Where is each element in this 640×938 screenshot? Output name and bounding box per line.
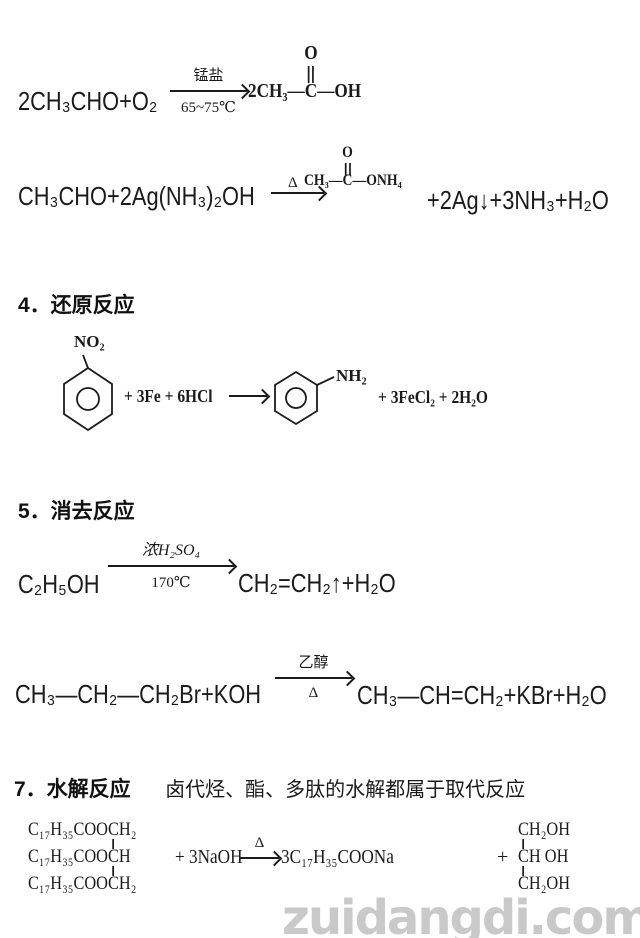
product-chain: CH₃— xyxy=(304,172,343,189)
ester-chain: C₁₇H₃₅COO xyxy=(28,819,108,840)
saponification-product: 3C₁₇H₃₅COONa xyxy=(281,846,394,868)
carbon-label: C xyxy=(107,873,119,894)
carbon-label: C xyxy=(107,819,119,840)
watermark-text: zuidangdi.com xyxy=(282,890,640,938)
backbone-carbon: C xyxy=(107,843,119,876)
elimination-condition-top: 乙醇 xyxy=(298,655,329,671)
dehydration-condition-top: 浓H₂SO₄ xyxy=(141,542,201,559)
dehydration-condition-bottom: 170℃ xyxy=(151,575,191,591)
chain-tail: H₂OH xyxy=(528,819,571,840)
backbone-carbon: C xyxy=(107,816,119,849)
reaction4-reagents: + 3Fe + 6HCl xyxy=(124,386,213,406)
arrow-line xyxy=(108,565,234,567)
double-bond xyxy=(307,66,314,83)
ester-chain: C₁₇H₃₅COO xyxy=(28,846,108,867)
saponification-naoh: + 3NaOH xyxy=(175,846,243,868)
reaction1-condition-top: 锰盐 xyxy=(193,68,224,84)
double-bond xyxy=(344,163,351,175)
backbone-carbon: C xyxy=(518,816,529,849)
arrow-line xyxy=(240,857,279,859)
glyceride-line-3: C₁₇H₃₅COOCH₂ xyxy=(28,870,136,897)
reaction1-condition-bottom: 65~75℃ xyxy=(181,100,236,116)
carbon-label: C xyxy=(304,80,318,102)
chain-tail: H₂ xyxy=(118,873,137,894)
carbonyl-oxygen: O xyxy=(342,144,353,161)
reaction4-products: + 3FeCl₂ + 2H₂O xyxy=(378,387,488,407)
nitro-group-label: NO₂ xyxy=(74,332,105,351)
carbon-label: C xyxy=(107,846,119,867)
single-bond xyxy=(522,839,525,849)
carbon-label: C xyxy=(518,819,529,840)
glycerol-line-3: CH₂OH xyxy=(518,870,570,897)
elimination-reactants: CH₃—CH₂—CH₂Br+KOH xyxy=(15,679,262,709)
arrow-line xyxy=(271,192,324,194)
section7-note: 卤代烃、酯、多肽的水解都属于取代反应 xyxy=(165,779,526,801)
arrow-line xyxy=(275,677,352,679)
reaction2-condition-delta: Δ xyxy=(288,175,298,191)
elimination-products: CH₃—CH=CH₂+KBr+H₂O xyxy=(357,680,607,710)
ester-chain: C₁₇H₃₅COO xyxy=(28,873,108,894)
chain-tail: H OH xyxy=(528,846,569,867)
chain-tail: H₂OH xyxy=(528,873,571,894)
chain-tail: H₂ xyxy=(118,819,137,840)
single-bond xyxy=(112,866,115,876)
carbon-label: C xyxy=(342,172,353,189)
carbonyl-oxygen: O xyxy=(304,42,318,64)
product-chain: 2CH₃— xyxy=(248,80,305,102)
carbon-label: C xyxy=(518,846,529,867)
single-bond xyxy=(112,839,115,849)
chain-tail: H xyxy=(118,846,131,867)
amine-group-label: NH₂ xyxy=(336,366,367,385)
arrow-line xyxy=(229,395,267,397)
single-bond xyxy=(522,866,525,876)
benzene-ring-nitro xyxy=(63,354,113,432)
reaction2-reactants: CH₃CHO+2Ag(NH₃)₂OH xyxy=(18,181,255,211)
saponification-condition: Δ xyxy=(254,835,265,851)
plus-sign: + xyxy=(497,846,509,868)
reaction1-reactants: 2CH₃CHO+O₂ xyxy=(18,86,158,116)
reaction2-byproducts: +2Ag↓+3NH₃+H₂O xyxy=(427,185,609,215)
section7-heading: 7．水解反应 xyxy=(14,778,131,801)
section5-heading: 5．消去反应 xyxy=(18,500,135,523)
carbon-label: C xyxy=(518,873,529,894)
product-tail: —ONH₄ xyxy=(352,172,402,189)
product-tail: —OH xyxy=(317,80,362,102)
elimination-condition-bottom: Δ xyxy=(308,685,319,701)
backbone-carbon: C xyxy=(518,843,529,876)
dehydration-reactant: C₂H₅OH xyxy=(18,569,100,599)
benzene-ring-amine xyxy=(274,370,335,426)
section4-heading: 4．还原反应 xyxy=(18,294,135,317)
section7-heading-row: 7．水解反应 卤代烃、酯、多肽的水解都属于取代反应 xyxy=(14,773,525,803)
arrow-line xyxy=(170,90,247,92)
dehydration-products: CH₂=CH₂↑+H₂O xyxy=(238,568,396,598)
